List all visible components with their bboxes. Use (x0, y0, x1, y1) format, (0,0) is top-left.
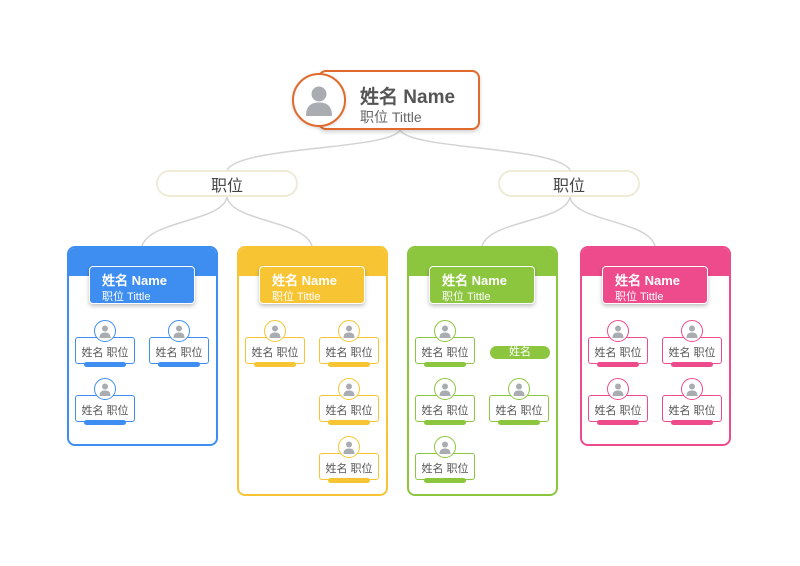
group-head-title: 职位 Tittle (615, 291, 664, 303)
member-label: 姓名 职位 (594, 347, 642, 359)
member-label: 姓名 职位 (325, 463, 373, 475)
member-accent-bar (328, 478, 370, 483)
member-accent-bar (84, 362, 126, 367)
member-accent-bar (424, 420, 466, 425)
group-head-title: 职位 Tittle (272, 291, 321, 303)
person-avatar-icon (508, 378, 530, 400)
person-avatar-icon (292, 73, 346, 127)
group-head-card[interactable]: 姓名 Name 职位 Tittle (429, 266, 535, 304)
member-accent-bar (424, 362, 466, 367)
person-avatar-icon (681, 320, 703, 342)
member-accent-bar (84, 420, 126, 425)
member-accent-bar (597, 420, 639, 425)
person-avatar-icon (434, 320, 456, 342)
member-label: 姓名 职位 (81, 405, 129, 417)
member-label: 姓名 职位 (81, 347, 129, 359)
person-avatar-icon (168, 320, 190, 342)
group-head-title: 职位 Tittle (102, 291, 151, 303)
member-label: 姓名 职位 (668, 405, 716, 417)
person-avatar-icon (338, 378, 360, 400)
member-accent-bar (498, 420, 540, 425)
member-label: 姓名 职位 (251, 347, 299, 359)
group-head-card[interactable]: 姓名 Name 职位 Tittle (602, 266, 708, 304)
person-avatar-icon (434, 436, 456, 458)
top-node-name: 姓名 Name (360, 87, 456, 108)
member-label: 姓名 职位 (495, 405, 543, 417)
group-head-name: 姓名 Name (102, 273, 168, 288)
person-avatar-icon (94, 320, 116, 342)
group-head-title: 职位 Tittle (442, 291, 491, 303)
member-label: 姓名 职位 (325, 405, 373, 417)
group-head-name: 姓名 Name (442, 273, 508, 288)
name-tag-pill[interactable]: 姓名 (490, 346, 550, 359)
group-head-name: 姓名 Name (615, 273, 681, 288)
position-pill-right[interactable]: 职位 (498, 170, 640, 197)
person-avatar-icon (264, 320, 286, 342)
member-label: 姓名 职位 (421, 463, 469, 475)
member-accent-bar (424, 478, 466, 483)
member-accent-bar (671, 362, 713, 367)
group-head-card[interactable]: 姓名 Name 职位 Tittle (259, 266, 365, 304)
member-accent-bar (671, 420, 713, 425)
person-avatar-icon (434, 378, 456, 400)
person-avatar-icon (94, 378, 116, 400)
member-accent-bar (254, 362, 296, 367)
member-label: 姓名 职位 (594, 405, 642, 417)
group-head-name: 姓名 Name (272, 273, 338, 288)
member-label: 姓名 职位 (155, 347, 203, 359)
top-node-title: 职位 Tittle (360, 109, 422, 125)
person-avatar-icon (607, 378, 629, 400)
person-avatar-icon (607, 320, 629, 342)
group-head-card[interactable]: 姓名 Name 职位 Tittle (89, 266, 195, 304)
member-label: 姓名 职位 (325, 347, 373, 359)
position-pill-left[interactable]: 职位 (156, 170, 298, 197)
member-accent-bar (597, 362, 639, 367)
member-accent-bar (328, 420, 370, 425)
person-avatar-icon (681, 378, 703, 400)
member-label: 姓名 职位 (668, 347, 716, 359)
person-avatar-icon (338, 320, 360, 342)
person-avatar-icon (338, 436, 360, 458)
member-label: 姓名 职位 (421, 405, 469, 417)
member-accent-bar (158, 362, 200, 367)
member-label: 姓名 职位 (421, 347, 469, 359)
member-accent-bar (328, 362, 370, 367)
